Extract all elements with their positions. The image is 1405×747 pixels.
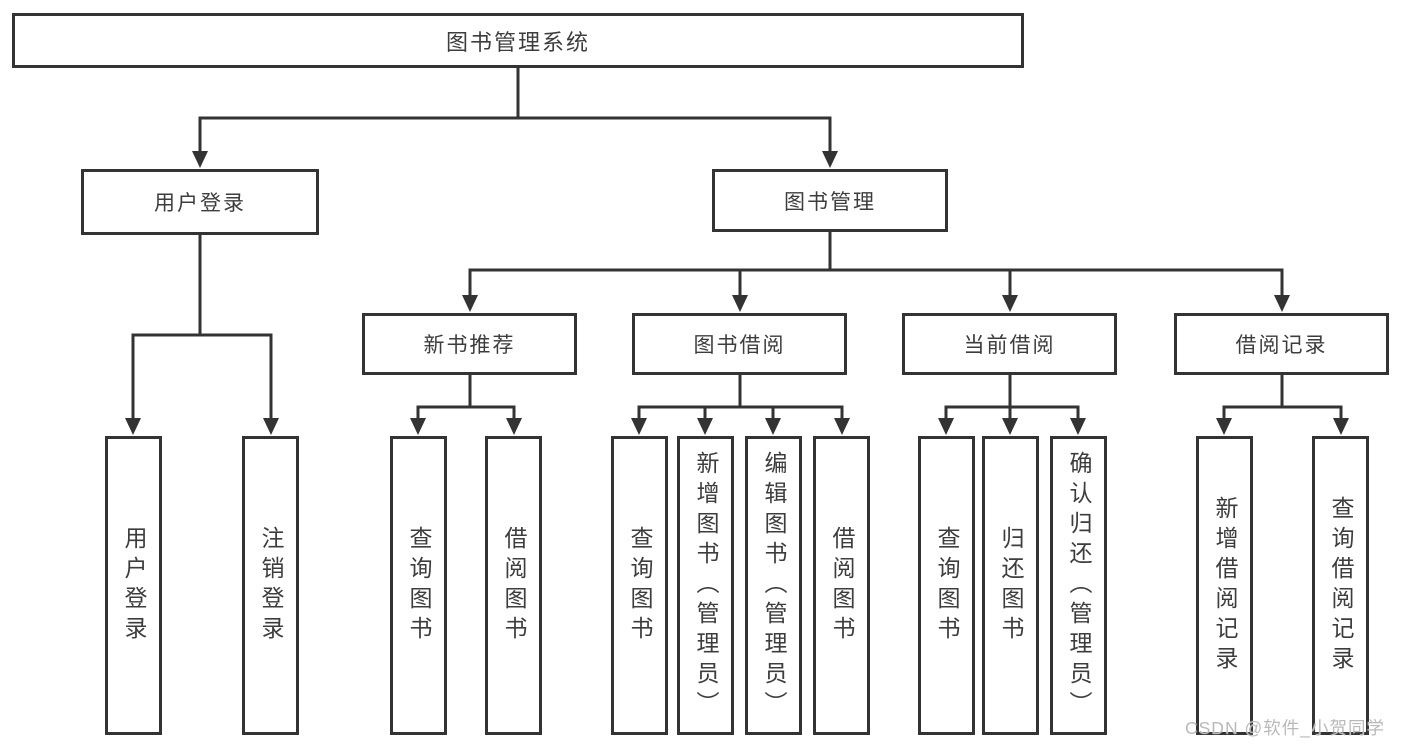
leaf-add-borrow-record: 新增借阅记录 — [1196, 436, 1253, 735]
leaf-return-book: 归还图书 — [982, 436, 1039, 735]
leaf-query-books-current: 查询图书 — [918, 436, 975, 735]
leaf-query-books-recommend: 查询图书 — [390, 436, 447, 735]
node-label: 图书借阅 — [693, 334, 786, 357]
leaf-label: 注销登录 — [258, 525, 284, 646]
leaf-user-login: 用户登录 — [105, 436, 162, 735]
node-label: 新书推荐 — [423, 334, 516, 357]
leaf-label: 新增借阅记录 — [1212, 495, 1238, 676]
leaf-label: 查询图书 — [406, 525, 432, 646]
node-label: 当前借阅 — [963, 334, 1056, 357]
leaf-borrow-books-recommend: 借阅图书 — [485, 436, 542, 735]
leaf-label: 查询图书 — [627, 525, 653, 646]
leaf-label: 借阅图书 — [501, 525, 527, 646]
leaf-borrow-books: 借阅图书 — [813, 436, 870, 735]
node-borrow-records: 借阅记录 — [1174, 313, 1389, 375]
leaf-query-borrow-record: 查询借阅记录 — [1312, 436, 1369, 735]
connector-strokes — [131, 68, 1343, 420]
node-label: 借阅记录 — [1235, 334, 1328, 357]
node-book-borrow: 图书借阅 — [632, 313, 847, 375]
csdn-watermark: CSDN @软件_小贺同学 — [1185, 718, 1385, 738]
node-new-book-recommend: 新书推荐 — [362, 313, 577, 375]
node-label: 图书管理系统 — [445, 29, 590, 55]
node-book-management: 图书管理 — [712, 169, 948, 232]
leaf-label: 确认归还（管理员） — [1066, 450, 1092, 721]
node-label: 图书管理 — [784, 190, 876, 214]
leaf-label: 借阅图书 — [829, 525, 855, 646]
node-current-borrow: 当前借阅 — [902, 313, 1117, 375]
leaf-label: 查询借阅记录 — [1328, 495, 1354, 676]
leaf-query-books-borrow: 查询图书 — [611, 436, 668, 735]
leaf-label: 归还图书 — [998, 525, 1024, 646]
arrowhead-icons — [125, 151, 1349, 435]
leaf-edit-book-admin: 编辑图书（管理员） — [745, 436, 802, 735]
leaf-add-book-admin: 新增图书（管理员） — [677, 436, 734, 735]
node-user-login: 用户登录 — [81, 169, 319, 235]
node-library-management-system: 图书管理系统 — [12, 13, 1024, 68]
node-label: 用户登录 — [154, 192, 246, 215]
leaf-label: 编辑图书（管理员） — [761, 450, 787, 721]
leaf-label: 新增图书（管理员） — [693, 450, 719, 721]
leaf-logout: 注销登录 — [242, 436, 299, 735]
leaf-confirm-return-admin: 确认归还（管理员） — [1050, 436, 1107, 735]
leaf-label: 用户登录 — [121, 525, 147, 646]
leaf-label: 查询图书 — [934, 525, 960, 646]
